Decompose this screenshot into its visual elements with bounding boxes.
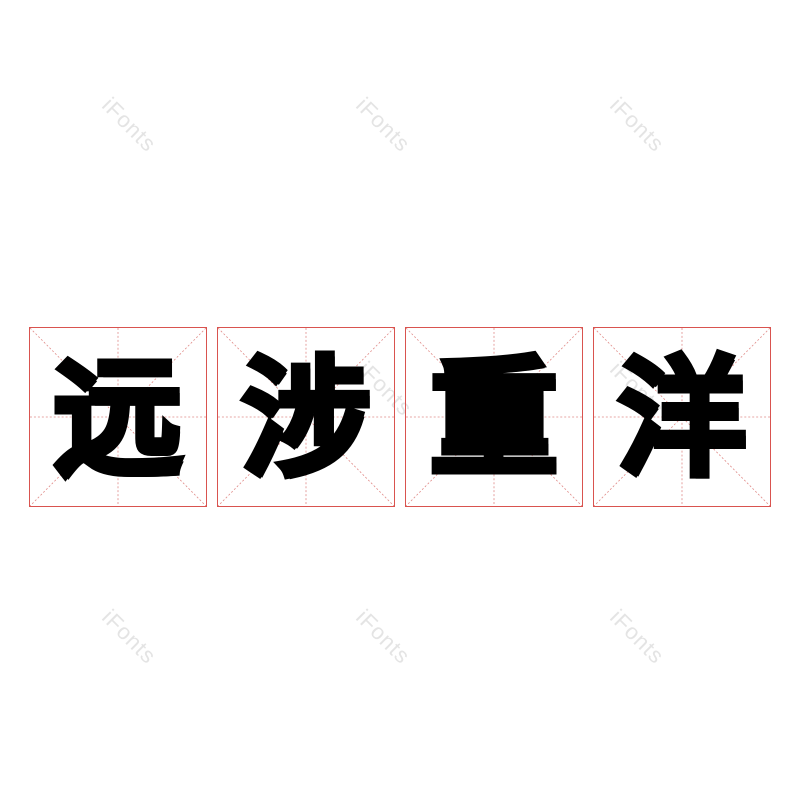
character-glyph: 重 <box>427 345 561 494</box>
grid-cell-1: 远 <box>29 327 207 507</box>
watermark-text: iFonts <box>97 604 162 669</box>
character-glyph: 洋 <box>615 345 749 494</box>
character-grid-row: 远 涉 重 洋 <box>29 327 773 509</box>
grid-cell-3: 重 <box>405 327 583 507</box>
character-glyph: 远 <box>51 345 185 494</box>
watermark-text: iFonts <box>351 92 416 157</box>
grid-cell-4: 洋 <box>593 327 771 507</box>
watermark-text: iFonts <box>351 604 416 669</box>
watermark-text: iFonts <box>605 604 670 669</box>
watermark-text: iFonts <box>97 92 162 157</box>
grid-cell-2: 涉 <box>217 327 395 507</box>
character-glyph: 涉 <box>239 345 373 494</box>
watermark-text: iFonts <box>605 92 670 157</box>
